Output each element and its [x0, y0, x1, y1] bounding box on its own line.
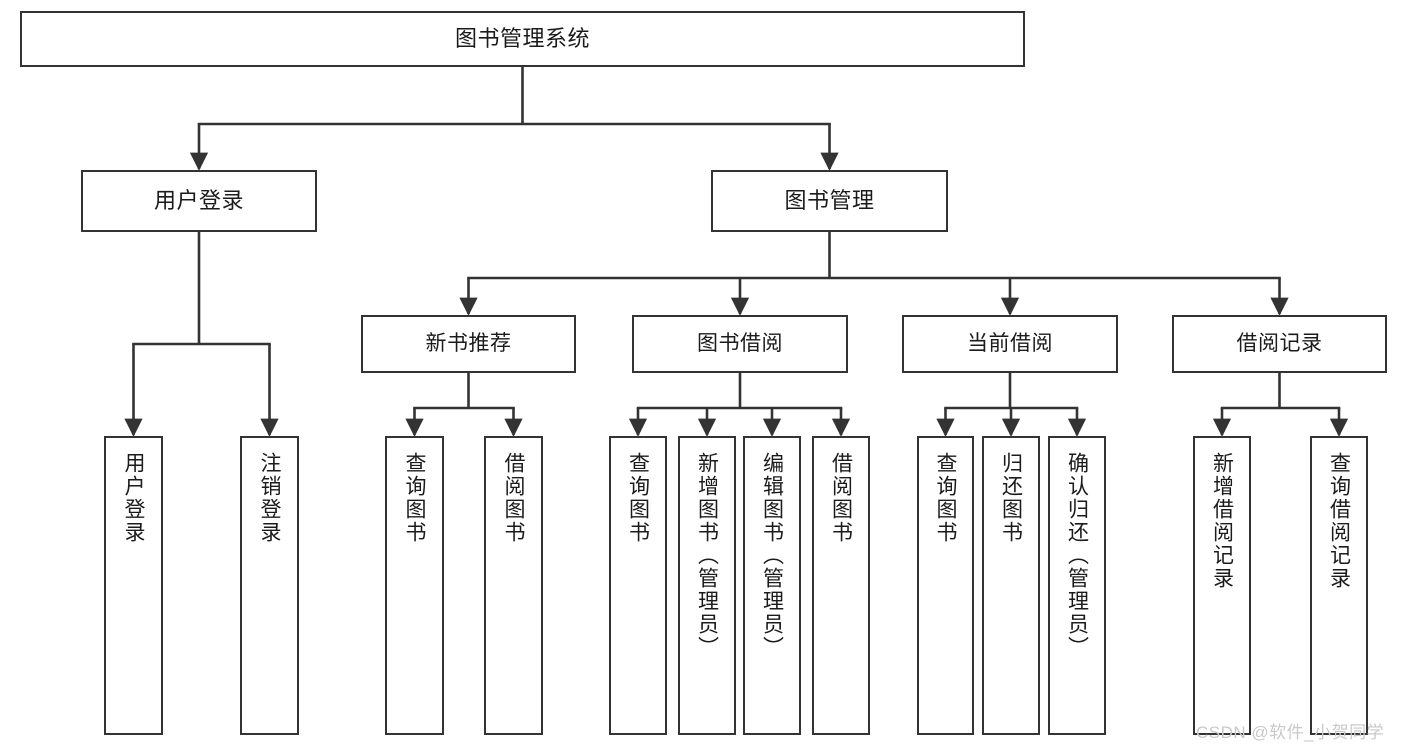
leaf-borrow-book-recommend-label: 借阅图书 [502, 452, 525, 544]
leaf-query-book-current[interactable]: 查询图书 [917, 436, 974, 735]
leaf-borrow-book-recommend[interactable]: 借阅图书 [484, 436, 543, 735]
node-book-borrow-label: 图书借阅 [697, 331, 783, 355]
leaf-add-book[interactable]: 新增图书（管理员） [678, 436, 736, 735]
leaf-logout[interactable]: 注销登录 [240, 436, 299, 735]
node-book-manage[interactable]: 图书管理 [711, 170, 948, 232]
leaf-query-book-current-label: 查询图书 [934, 452, 957, 544]
leaf-logout-label: 注销登录 [258, 452, 281, 544]
leaf-query-borrow-record-label: 查询借阅记录 [1327, 452, 1351, 590]
node-current-borrow-label: 当前借阅 [967, 331, 1053, 355]
leaf-edit-book[interactable]: 编辑图书（管理员） [743, 436, 801, 735]
leaf-borrow-book-label: 借阅图书 [829, 452, 853, 544]
node-book-borrow[interactable]: 图书借阅 [632, 315, 848, 373]
leaf-user-login[interactable]: 用户登录 [104, 436, 163, 735]
leaf-add-borrow-record-label: 新增借阅记录 [1210, 452, 1234, 590]
node-user-login[interactable]: 用户登录 [81, 170, 317, 232]
node-root-label: 图书管理系统 [454, 26, 590, 52]
leaf-user-login-label: 用户登录 [122, 452, 145, 544]
leaf-confirm-return-label: 确认归还（管理员） [1065, 452, 1089, 659]
leaf-query-book-recommend-label: 查询图书 [403, 452, 426, 544]
leaf-query-book-borrow-label: 查询图书 [626, 452, 650, 544]
leaf-add-book-label: 新增图书（管理员） [695, 452, 719, 659]
leaf-return-book-label: 归还图书 [999, 452, 1023, 544]
node-book-manage-label: 图书管理 [784, 188, 875, 214]
node-root[interactable]: 图书管理系统 [20, 11, 1025, 67]
node-borrow-record[interactable]: 借阅记录 [1172, 315, 1387, 373]
csdn-watermark: CSDN @软件_小贺同学 [1196, 723, 1385, 742]
leaf-query-borrow-record[interactable]: 查询借阅记录 [1310, 436, 1368, 735]
node-user-login-label: 用户登录 [153, 188, 244, 214]
leaf-borrow-book[interactable]: 借阅图书 [812, 436, 870, 735]
node-new-book-recommend-label: 新书推荐 [425, 331, 512, 355]
leaf-query-book-recommend[interactable]: 查询图书 [385, 436, 444, 735]
leaf-add-borrow-record[interactable]: 新增借阅记录 [1193, 436, 1251, 735]
leaf-query-book-borrow[interactable]: 查询图书 [609, 436, 667, 735]
node-borrow-record-label: 借阅记录 [1236, 331, 1323, 355]
leaf-return-book[interactable]: 归还图书 [982, 436, 1040, 735]
leaf-edit-book-label: 编辑图书（管理员） [760, 452, 784, 659]
leaf-confirm-return[interactable]: 确认归还（管理员） [1048, 436, 1106, 735]
node-new-book-recommend[interactable]: 新书推荐 [361, 315, 576, 373]
node-current-borrow[interactable]: 当前借阅 [902, 315, 1118, 373]
